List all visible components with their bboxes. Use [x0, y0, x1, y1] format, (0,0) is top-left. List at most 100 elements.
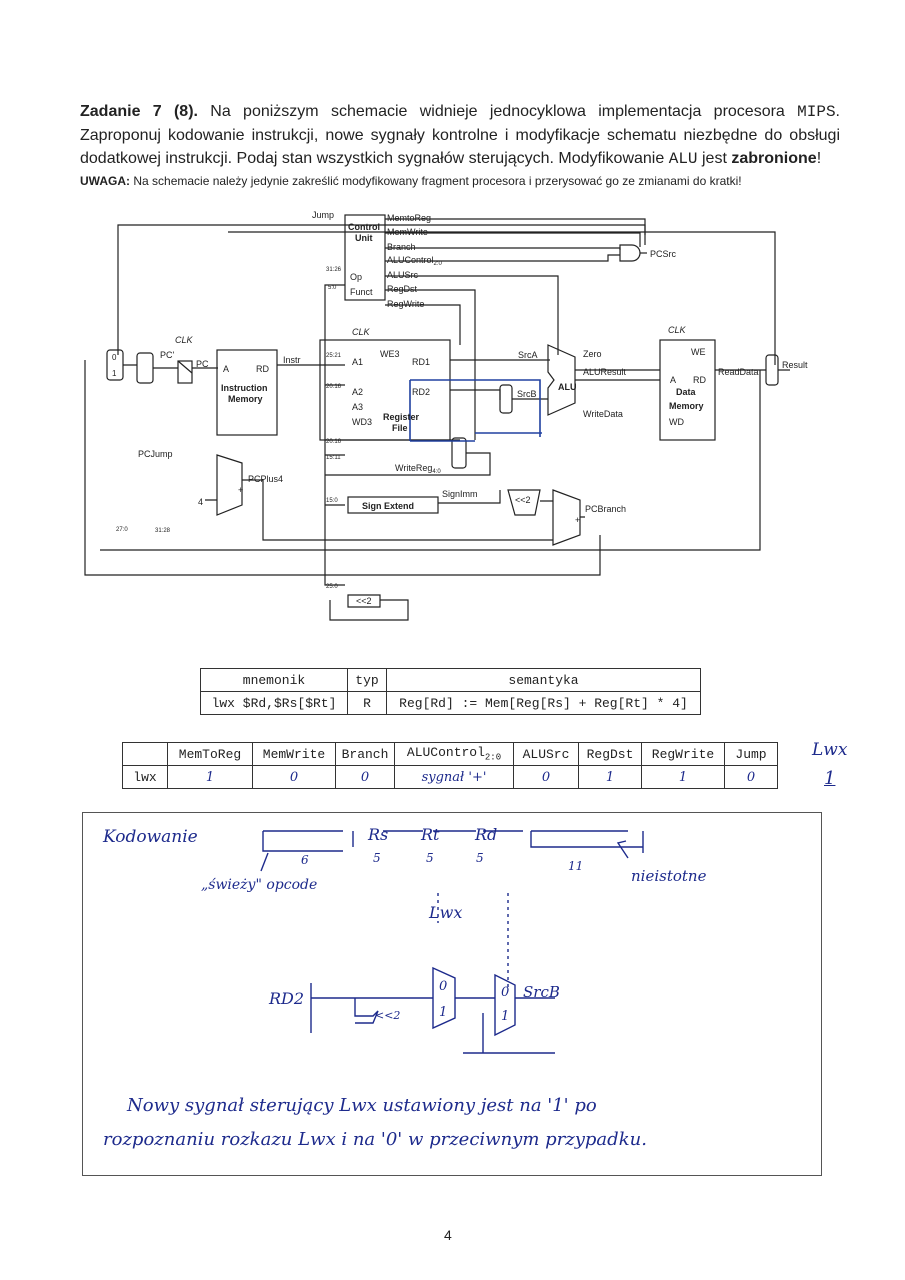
label-writereg: WriteReg4:0 [395, 463, 441, 475]
label-srca: SrcA [518, 350, 538, 360]
lwx-label: Lwx [429, 903, 463, 922]
rd2-wires [310, 983, 433, 1033]
mux1-0: 0 [439, 979, 448, 994]
answer-line-1: Nowy sygnał sterujący Lwx ustawiony jest… [127, 1095, 597, 1116]
srcb-label: SrcB [523, 983, 560, 1001]
header-empty [122, 742, 168, 766]
pc-mux-2 [136, 352, 154, 384]
alu [547, 344, 576, 416]
wire-memwrite [385, 232, 641, 247]
label-mux-1: 1 [112, 369, 117, 378]
label-alucontrol: ALUControl2:0 [387, 255, 443, 267]
mux2-0: 0 [501, 985, 510, 1000]
lwx-dashed-lines [437, 893, 509, 988]
data-memory [659, 339, 716, 441]
wire-jump-shift [329, 599, 409, 621]
value-alucontrol: sygnał '+' [394, 765, 514, 789]
task-forbidden: zabronione [731, 150, 817, 167]
field-rt: Rt [421, 825, 440, 844]
result-mux [765, 354, 779, 386]
label-reg1: Register [383, 412, 420, 422]
label-writedata: WriteData [583, 409, 623, 419]
header-alusrc: ALUSrc [513, 742, 579, 766]
label-zero: Zero [583, 349, 602, 359]
label-shl1: <<2 [515, 495, 531, 505]
header-memwrite: MemWrite [252, 742, 336, 766]
label-2521: 25:21 [326, 353, 342, 359]
width-5c: 5 [476, 851, 484, 865]
label-a: A [223, 364, 229, 374]
cell-mnemonik: lwx $Rd,$Rs[$Rt] [200, 691, 348, 715]
label-readdata: ReadData [718, 367, 759, 377]
wire-pcbranch-loop [84, 360, 601, 576]
opcode-label: „świeży" opcode [201, 877, 318, 893]
sketch-mux-1 [432, 966, 456, 1030]
label-shl2: <<2 [356, 596, 372, 606]
label-250: 25:0 [326, 584, 338, 590]
label-memwrite: MemWrite [387, 227, 428, 237]
label-rd-dm: RD [693, 375, 706, 385]
label-regdst: RegDst [387, 284, 418, 294]
mux2-1: 1 [501, 1009, 510, 1024]
kodowanie-label: Kodowanie [103, 827, 198, 847]
wire-alu [512, 369, 660, 400]
label-op: Op [350, 272, 362, 282]
page-number: 4 [444, 1227, 452, 1243]
instruction-memory [216, 349, 278, 436]
label-pcjump: PCJump [138, 449, 173, 459]
value-alusrc: 0 [513, 765, 579, 789]
task-text-2: . Zaproponuj kodowanie instrukcji, nowe … [80, 103, 840, 167]
label-im1: Instruction [221, 383, 268, 393]
shift-label: <<2 [375, 1009, 401, 1022]
width-11: 11 [568, 859, 584, 873]
label-result: Result [782, 360, 808, 370]
label-pcprime: PC' [160, 350, 175, 360]
label-wd: WD [669, 417, 684, 427]
label-jump: Jump [312, 210, 334, 220]
writereg-mux [451, 437, 467, 469]
task-alu: ALU [668, 150, 698, 168]
wire-pcbranch [540, 500, 585, 518]
nieistotne-label: nieistotne [631, 867, 707, 885]
sketch-mux-2 [494, 973, 516, 1037]
wire-signimm [438, 490, 501, 504]
answer-line-2: rozpoznaniu rozkazu Lwx i na '0' w przec… [103, 1129, 647, 1150]
header-jump: Jump [724, 742, 778, 766]
wire-alucontrol [385, 254, 620, 262]
task-text-3: jest [701, 150, 727, 167]
label-clk2: CLK [352, 327, 371, 337]
label-funct: Funct [350, 287, 373, 297]
label-we3: WE3 [380, 349, 400, 359]
label-pcplus4: PCPlus4 [248, 474, 283, 484]
wire-memtoreg [385, 218, 646, 235]
label-150: 15:0 [326, 498, 338, 504]
control-signal-table: MemToReg MemWrite Branch ALUControl2:0 A… [122, 742, 778, 789]
label-clk1: CLK [175, 335, 194, 345]
value-regwrite: 1 [641, 765, 725, 789]
task-description: Zadanie 7 (8). Na poniższym schemacie wi… [80, 100, 840, 171]
header-mnemonik: mnemonik [200, 668, 348, 692]
label-1511: 15:11 [326, 455, 341, 461]
label-a2: A2 [352, 387, 363, 397]
width-6: 6 [301, 853, 309, 867]
header-regwrite: RegWrite [641, 742, 725, 766]
task-text-4: ! [816, 150, 822, 167]
label-signimm: SignImm [442, 489, 478, 499]
header-memtoreg: MemToReg [167, 742, 253, 766]
header-branch: Branch [335, 742, 395, 766]
row-label-lwx: lwx [122, 765, 168, 789]
label-wd3: WD3 [352, 417, 372, 427]
width-5b: 5 [426, 851, 434, 865]
wire-memtoreg-top [117, 224, 646, 355]
sketch-wires [455, 997, 555, 1054]
cell-semantyka: Reg[Rd] := Mem[Reg[Rs] + Reg[Rt] * 4] [386, 691, 701, 715]
value-regdst: 1 [578, 765, 642, 789]
label-alusrc: ALUSrc [387, 270, 419, 280]
label-control2: Unit [355, 233, 373, 243]
label-2016b: 20:16 [326, 439, 342, 445]
wire-pcplus4 [205, 479, 553, 541]
pcplus4-adder [216, 454, 243, 516]
wire-jump [228, 231, 776, 365]
rd2-label: RD2 [269, 989, 305, 1008]
student-highlight [409, 379, 542, 442]
